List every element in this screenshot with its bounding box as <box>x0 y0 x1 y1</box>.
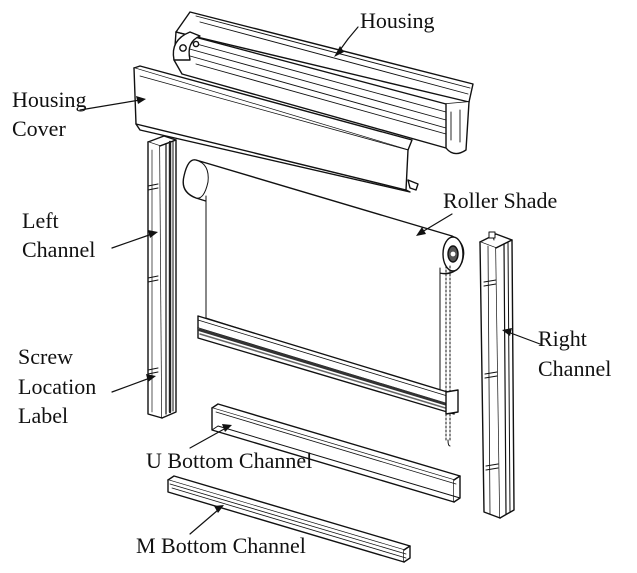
roller-shade-part <box>182 159 465 447</box>
left-channel-part <box>147 135 177 419</box>
screw-label-line3: Label <box>18 403 69 428</box>
right-channel-leader-line <box>507 331 541 345</box>
screw-label-leader-line <box>111 377 151 393</box>
housing-cover-label-line1: Housing <box>12 87 87 112</box>
m-bottom-channel-part <box>167 475 411 563</box>
u-bottom-channel-leader-line <box>189 427 227 449</box>
right-channel-label-line1: Right <box>538 326 587 351</box>
left-channel-label-line1: Left <box>22 208 59 233</box>
left-channel-label-line2: Channel <box>22 237 96 262</box>
screw-label-line1: Screw <box>18 344 73 369</box>
u-bottom-channel-part <box>211 403 461 503</box>
right-channel-part <box>479 231 515 519</box>
u-bottom-channel-label: U Bottom Channel <box>146 448 313 473</box>
screw-label-line2: Location <box>18 374 97 399</box>
m-bottom-channel-leader-line <box>189 509 219 535</box>
housing-cover-label-line2: Cover <box>12 116 66 141</box>
housing-cover-leader-line <box>79 99 141 111</box>
housing-cover-part <box>133 65 419 193</box>
roller-shade-label: Roller Shade <box>443 188 558 213</box>
left-channel-leader-line <box>111 233 153 249</box>
m-bottom-channel-label: M Bottom Channel <box>136 533 306 558</box>
roller-shade-leader-line <box>421 213 453 233</box>
housing-label: Housing <box>360 8 435 33</box>
housing-part <box>172 11 474 155</box>
right-channel-label-line2: Channel <box>538 356 612 381</box>
